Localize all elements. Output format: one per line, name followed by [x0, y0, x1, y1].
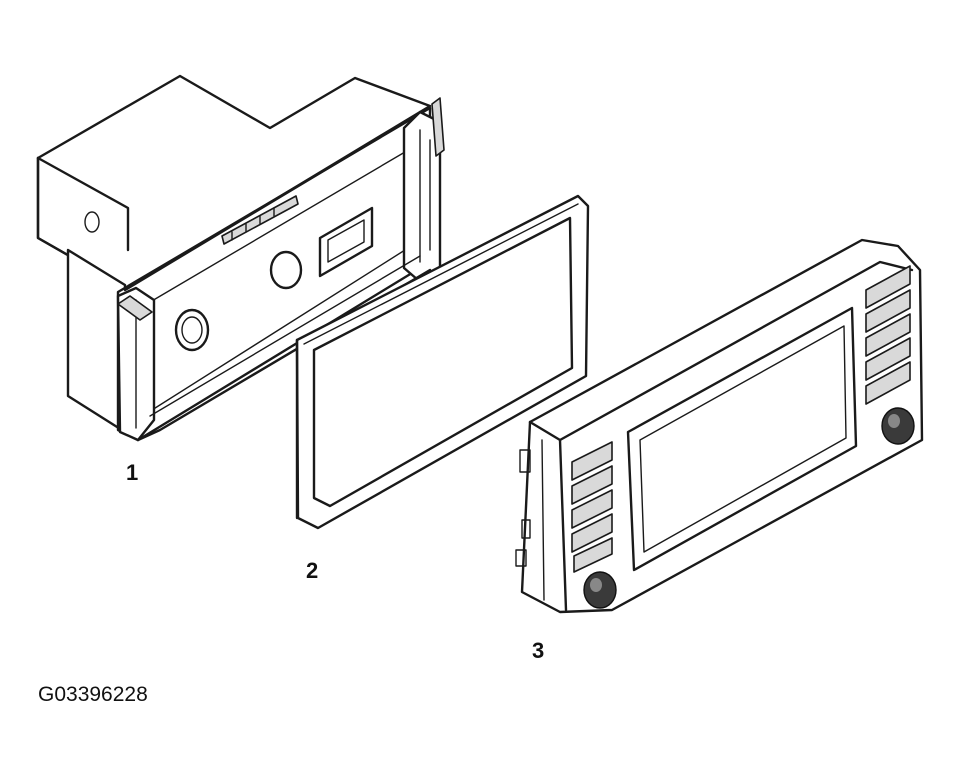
figure-id: G03396228 — [38, 683, 148, 706]
knob-left — [583, 571, 617, 609]
knob-right — [881, 407, 915, 445]
part-1-housing — [36, 74, 445, 442]
part-3-bezel — [515, 238, 924, 614]
callout-label-3: 3 — [532, 638, 545, 663]
callout-label-1: 1 — [126, 460, 139, 485]
left-vents — [571, 441, 613, 573]
part-2-frame — [295, 194, 590, 530]
callout-label-2: 2 — [306, 558, 319, 583]
right-vents — [865, 265, 911, 405]
